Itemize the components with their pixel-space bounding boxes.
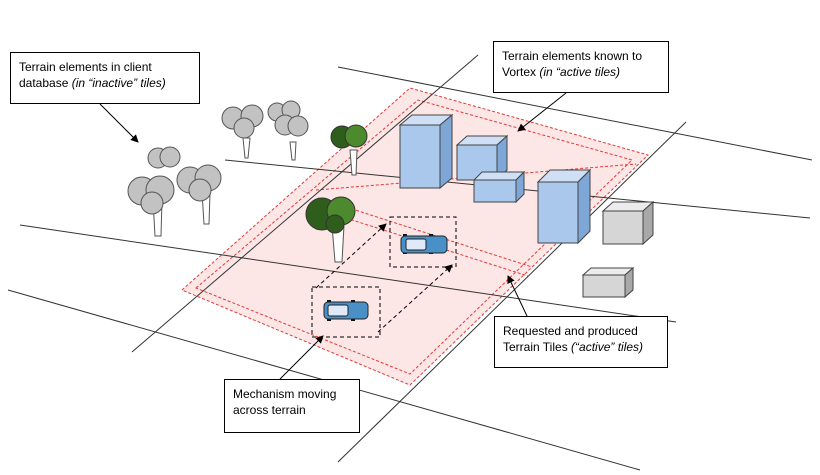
building-icon (581, 266, 635, 299)
vehicle-icon (400, 234, 448, 254)
callout-line: Vortex (in “active tiles) (502, 64, 660, 80)
building-icon (455, 134, 509, 182)
callout-italic-text: (in “inactive” tiles) (71, 76, 166, 90)
leader-arrow-mechanism (279, 335, 324, 380)
grid-line (337, 66, 813, 161)
grid-line (337, 121, 687, 463)
building-icon (536, 168, 592, 245)
grid-line (131, 54, 479, 353)
motion-arrow (315, 223, 387, 289)
callout-line: database (in “inactive” tiles) (19, 75, 191, 91)
callout-text: database (19, 76, 72, 90)
gray-tree-icon (221, 104, 264, 159)
gray-tree-icon (127, 146, 181, 237)
callout-vortex-active-tiles: Terrain elements known to Vortex (in “ac… (493, 41, 669, 93)
callout-line: Terrain Tiles (“active” tiles) (503, 339, 659, 355)
callout-inactive-tiles: Terrain elements in client database (in … (10, 52, 200, 104)
gray-tree-icon (176, 164, 222, 225)
callout-requested-tiles: Requested and produced Terrain Tiles (“a… (494, 316, 668, 368)
callout-italic-text: (“active” tiles) (571, 340, 644, 354)
gray-tree-icon (267, 100, 309, 161)
tile-outer-border (181, 87, 649, 386)
motion-arrow (377, 264, 453, 333)
callout-text: Terrain Tiles (503, 340, 572, 354)
vehicle-selection-box (389, 216, 457, 268)
green-tree-icon (330, 124, 368, 176)
callout-italic-text: (in “active tiles) (539, 65, 621, 79)
vehicle-icon (323, 300, 369, 321)
callout-line: Terrain elements in client (19, 60, 152, 74)
building-icon (601, 200, 655, 246)
callout-text: Vortex (502, 65, 540, 79)
callout-line: Terrain elements known to (502, 49, 643, 63)
callout-mechanism: Mechanism moving across terrain (224, 379, 360, 433)
building-icon (472, 170, 526, 204)
grid-line (19, 224, 677, 323)
leader-arrow-vortex (517, 92, 567, 132)
callout-line: across terrain (233, 403, 306, 417)
callout-line: Requested and produced (503, 324, 638, 338)
leader-arrow-inactive (99, 103, 139, 143)
building-icon (398, 113, 454, 190)
green-tree-icon (305, 196, 356, 263)
leader-arrow-requested (507, 275, 528, 317)
callout-line: Mechanism moving (233, 387, 337, 401)
vehicle-selection-box (311, 286, 381, 338)
